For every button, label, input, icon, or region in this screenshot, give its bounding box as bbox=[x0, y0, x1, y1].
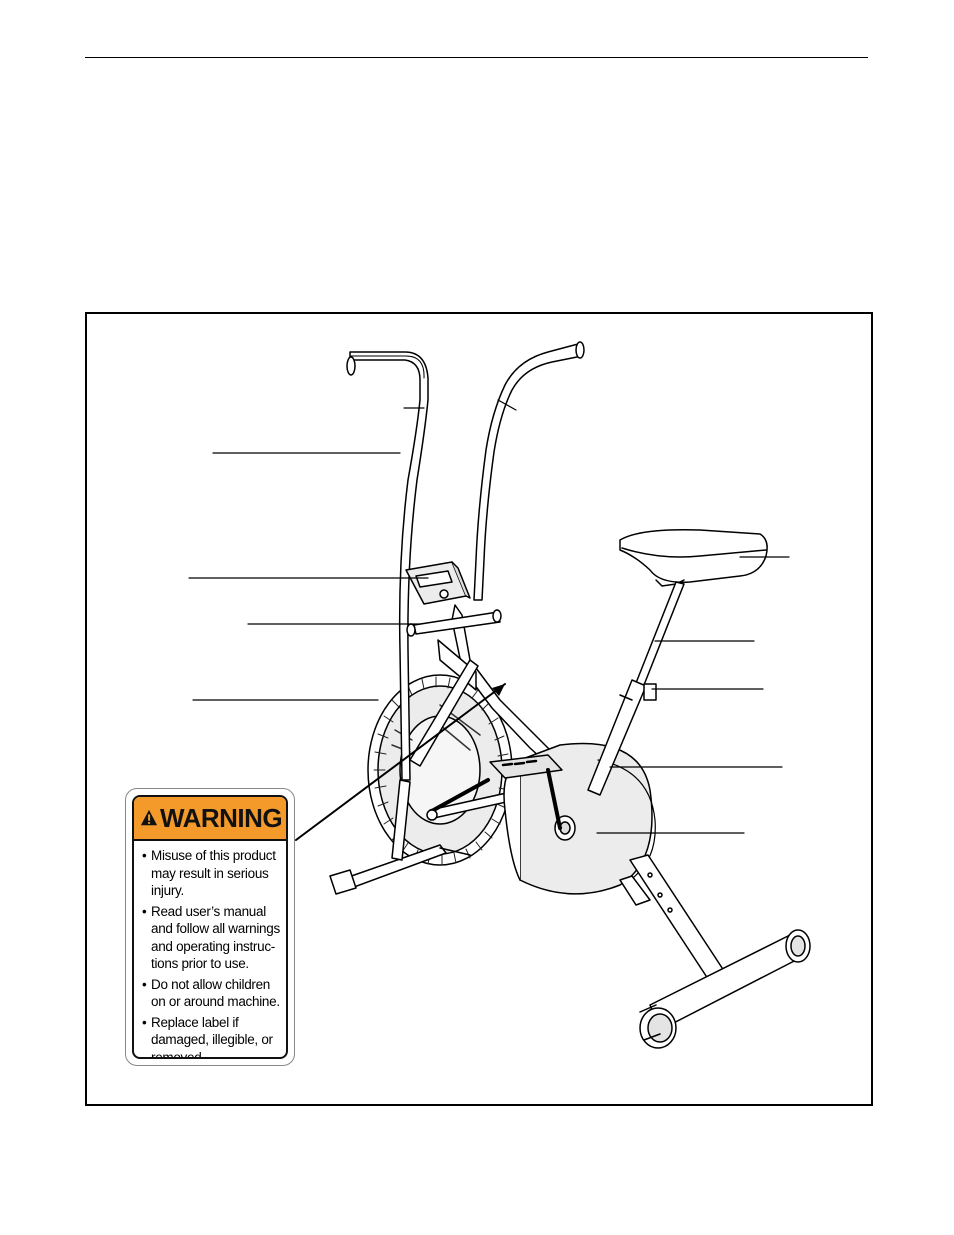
header-rule bbox=[85, 57, 868, 58]
console bbox=[405, 561, 471, 605]
warning-leader-line bbox=[295, 683, 506, 841]
callout-lines bbox=[188, 452, 790, 841]
warning-item: •Read user’s manual and follow all warni… bbox=[142, 903, 280, 972]
pedals bbox=[426, 754, 563, 830]
warning-item: •Misuse of this product may result in se… bbox=[142, 848, 276, 898]
right-handlebar bbox=[473, 341, 585, 601]
front-stabilizer bbox=[329, 779, 471, 895]
warning-list: •Misuse of this product may result in se… bbox=[134, 841, 286, 1059]
warning-title: WARNING bbox=[160, 803, 283, 833]
figure-frame bbox=[85, 312, 873, 1106]
rear-stabilizer bbox=[639, 929, 811, 1049]
warning-label-inner: WARNING •Misuse of this product may resu… bbox=[132, 795, 288, 1059]
left-handlebar bbox=[346, 351, 429, 781]
exclamation-triangle-icon bbox=[140, 809, 158, 826]
seat-post bbox=[587, 581, 685, 796]
warning-item: •Do not allow children on or around mach… bbox=[142, 976, 280, 1010]
warning-label: WARNING •Misuse of this product may resu… bbox=[125, 788, 295, 1066]
chain-guard bbox=[503, 742, 656, 895]
warning-header: WARNING bbox=[134, 797, 286, 841]
seat bbox=[619, 528, 768, 587]
warning-item: •Replace label if damaged, illegible, or… bbox=[142, 1014, 273, 1059]
